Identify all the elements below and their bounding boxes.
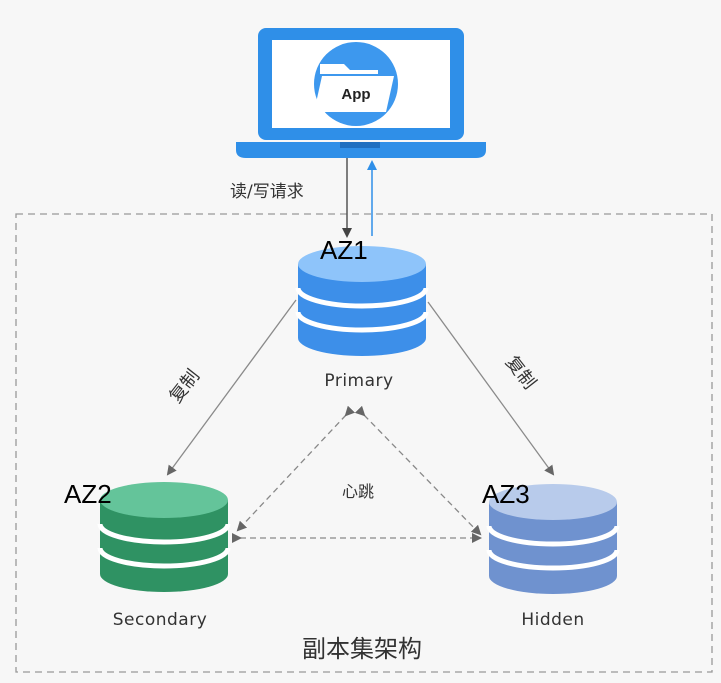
cluster-title: 副本集架构 [302, 635, 422, 663]
primary-database-icon [295, 246, 429, 356]
heartbeat-label: 心跳 [342, 482, 374, 501]
primary-az-label: AZ1 [320, 235, 368, 265]
primary-role-label: Primary [324, 371, 393, 391]
heartbeat-arrow-left [236, 405, 356, 532]
replication-arrow-left [166, 299, 297, 476]
hidden-role-label: Hidden [521, 610, 584, 630]
secondary-role-label: Secondary [113, 610, 208, 630]
app-label: App [341, 86, 370, 103]
app-badge: App [314, 42, 398, 126]
hidden-database-icon [486, 484, 620, 594]
request-label: 读/写请求 [230, 182, 304, 202]
replication-left-label: 复制 [165, 366, 204, 407]
replication-right-label: 复制 [501, 352, 540, 393]
folder-icon [314, 64, 394, 112]
replication-arrow-right [427, 301, 555, 476]
hidden-az-label: AZ3 [482, 479, 530, 509]
heartbeat-arrow-right [354, 405, 482, 536]
secondary-az-label: AZ2 [64, 479, 112, 509]
secondary-database-icon [97, 482, 231, 592]
cluster-boundary [15, 213, 713, 673]
